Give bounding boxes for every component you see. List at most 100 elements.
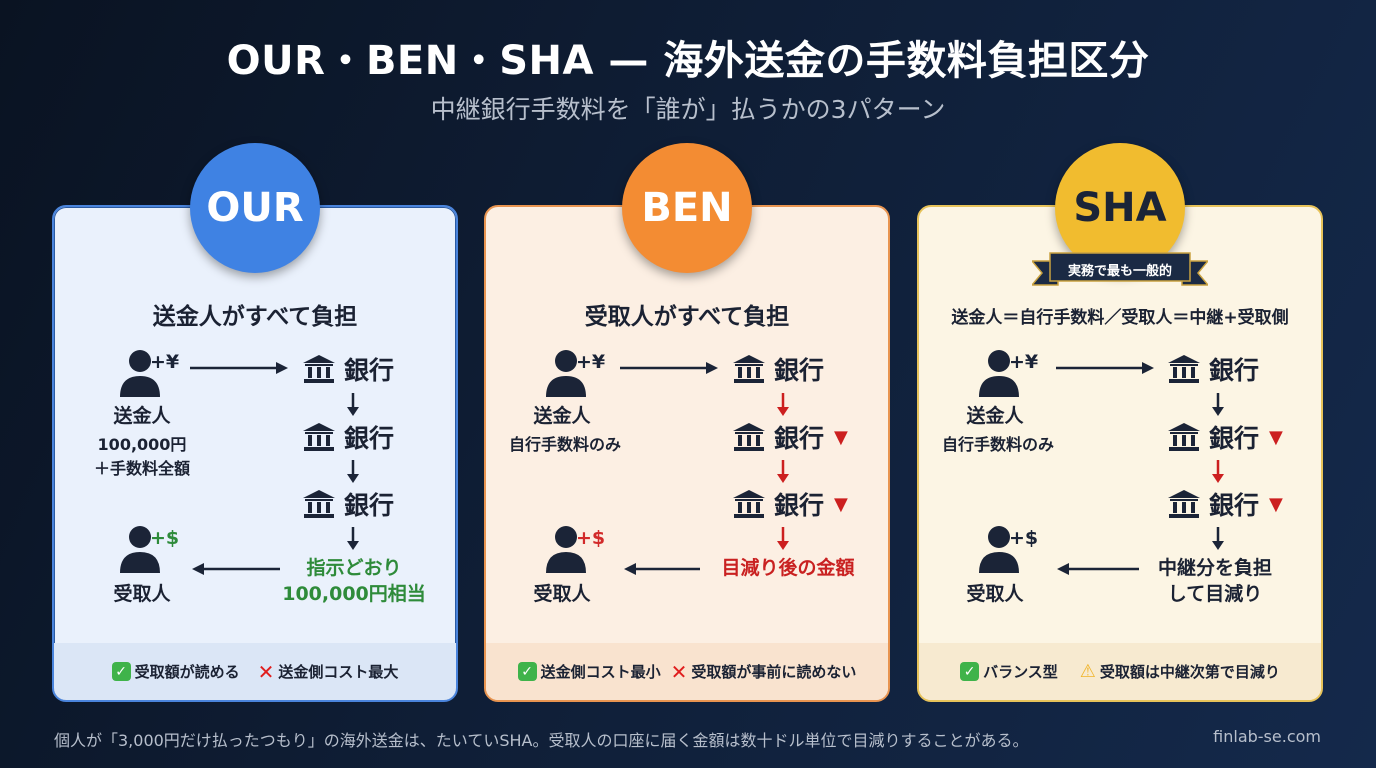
- bank-node: 銀行 ▼: [732, 419, 848, 455]
- pros-cons-bar: ✓ バランス型 ⚠ 受取額は中継次第で目減り: [919, 643, 1321, 700]
- bank-label: 銀行: [774, 356, 825, 385]
- bank-label: 銀行: [344, 491, 395, 520]
- bank-icon: [733, 355, 765, 383]
- pro-text: 送金側コスト最小: [540, 663, 661, 681]
- sender-detail: 100,000円: [97, 435, 187, 454]
- receiver-name: 受取人: [533, 583, 591, 605]
- bank-node: 銀行: [1167, 351, 1259, 387]
- card-ben: BEN 受取人がすべて負担 +¥ 送金人 自行手数料のみ 銀行 銀行 ▼ 銀行 …: [484, 143, 890, 702]
- bank-label: 銀行: [344, 356, 395, 385]
- sender-currency: +¥: [150, 351, 180, 373]
- pro-item: ✓ バランス型: [960, 661, 1058, 682]
- con-text: 受取額は中継次第で目減り: [1099, 663, 1280, 681]
- arrow-right-icon: [1056, 362, 1154, 374]
- pro-item: ✓ 送金側コスト最小: [517, 661, 661, 682]
- deduction-triangle-icon: ▼: [834, 426, 848, 448]
- result-text: 目減り後の金額: [721, 557, 855, 579]
- site-credit: finlab-se.com: [1213, 727, 1321, 746]
- sender-currency: +¥: [576, 351, 606, 373]
- bank-node: 銀行: [302, 351, 394, 387]
- receiver-currency: +$: [576, 527, 606, 549]
- sender-person-icon: [544, 349, 588, 397]
- receiver-person-icon: [544, 525, 588, 573]
- result-text: 中継分を負担: [1157, 557, 1272, 579]
- cross-icon: ✕: [257, 659, 275, 684]
- con-text: 受取額が事前に読めない: [691, 663, 857, 681]
- bank-icon: [1168, 355, 1200, 383]
- arrow-down-icon: [347, 460, 359, 483]
- bank-node: 銀行 ▼: [1167, 486, 1283, 522]
- card-heading: 受取人がすべて負担: [584, 304, 790, 330]
- deduction-triangle-icon: ▼: [1269, 426, 1283, 448]
- result-text: 指示どおり: [306, 557, 402, 579]
- sender-person-icon: [118, 349, 162, 397]
- most-common-ribbon: 実務で最も一般的: [1032, 251, 1208, 287]
- bank-icon: [303, 355, 335, 383]
- bank-label: 銀行: [344, 424, 395, 453]
- badge-ben: BEN: [622, 143, 752, 273]
- pro-text: バランス型: [983, 663, 1058, 681]
- pro-text: 受取額が読める: [134, 663, 240, 681]
- arrow-down-red-icon: [777, 527, 789, 550]
- bank-label: 銀行: [774, 424, 825, 453]
- con-text: 送金側コスト最大: [278, 663, 399, 681]
- check-icon: ✓: [960, 662, 980, 681]
- bank-icon: [733, 490, 765, 518]
- arrow-left-icon: [624, 563, 700, 575]
- cross-icon: ✕: [670, 659, 688, 684]
- result-text-2: 100,000円相当: [282, 583, 426, 605]
- bank-node: 銀行: [302, 486, 394, 522]
- footnote: 個人が「3,000円だけ払ったつもり」の海外送金は、たいていSHA。受取人の口座…: [54, 731, 1029, 750]
- con-item: ✕ 受取額が事前に読めない: [671, 660, 857, 684]
- badge-our: OUR: [190, 143, 320, 273]
- con-item: ⚠ 受取額は中継次第で目減り: [1080, 661, 1280, 682]
- receiver-currency: +$: [1009, 527, 1039, 549]
- check-icon: ✓: [517, 662, 537, 681]
- receiver-currency: +$: [150, 527, 180, 549]
- sender-detail: 自行手数料のみ: [508, 435, 621, 454]
- arrow-left-icon: [192, 563, 280, 575]
- bank-node: 銀行 ▼: [1167, 419, 1283, 455]
- receiver-person-icon: [118, 525, 162, 573]
- arrow-down-icon: [1212, 393, 1224, 416]
- pro-item: ✓ 受取額が読める: [111, 661, 240, 682]
- result-text-2: して目減り: [1167, 583, 1263, 605]
- warning-icon: ⚠: [1079, 661, 1096, 682]
- deduction-triangle-icon: ▼: [1269, 493, 1283, 515]
- page-title: OUR・BEN・SHA — 海外送金の手数料負担区分: [226, 38, 1150, 84]
- bank-label: 銀行: [1209, 491, 1260, 520]
- arrow-down-icon: [347, 393, 359, 416]
- badge-sha: SHA: [1055, 143, 1185, 273]
- bank-label: 銀行: [774, 491, 825, 520]
- bank-label: 銀行: [1209, 356, 1260, 385]
- bank-icon: [1168, 423, 1200, 451]
- sender-name: 送金人: [966, 405, 1024, 427]
- arrow-down-red-icon: [777, 460, 789, 483]
- bank-node: 銀行: [732, 351, 824, 387]
- arrow-down-icon: [347, 527, 359, 550]
- arrow-down-red-icon: [777, 393, 789, 416]
- arrow-down-red-icon: [1212, 460, 1224, 483]
- receiver-person-icon: [977, 525, 1021, 573]
- bank-icon: [733, 423, 765, 451]
- card-heading: 送金人＝自行手数料／受取人＝中継+受取側: [951, 308, 1289, 328]
- receiver-name: 受取人: [966, 583, 1024, 605]
- arrow-right-icon: [190, 362, 288, 374]
- page-subtitle: 中継銀行手数料を「誰が」払うかの3パターン: [430, 95, 946, 124]
- bank-node: 銀行 ▼: [732, 486, 848, 522]
- ribbon-label: 実務で最も一般的: [1067, 264, 1172, 279]
- ribbon-banner-icon: [1032, 252, 1208, 286]
- arrow-down-icon: [1212, 527, 1224, 550]
- con-item: ✕ 送金側コスト最大: [258, 660, 399, 684]
- bank-icon: [303, 490, 335, 518]
- pros-cons-bar: ✓ 受取額が読める ✕ 送金側コスト最大: [54, 643, 456, 700]
- sender-detail: 自行手数料のみ: [941, 435, 1054, 454]
- sender-detail-2: ＋手数料全額: [93, 459, 190, 478]
- bank-node: 銀行: [302, 419, 394, 455]
- check-icon: ✓: [111, 662, 131, 681]
- receiver-name: 受取人: [113, 583, 171, 605]
- arrow-left-icon: [1057, 563, 1139, 575]
- sender-currency: +¥: [1009, 351, 1039, 373]
- card-heading: 送金人がすべて負担: [152, 304, 358, 330]
- sender-name: 送金人: [533, 405, 591, 427]
